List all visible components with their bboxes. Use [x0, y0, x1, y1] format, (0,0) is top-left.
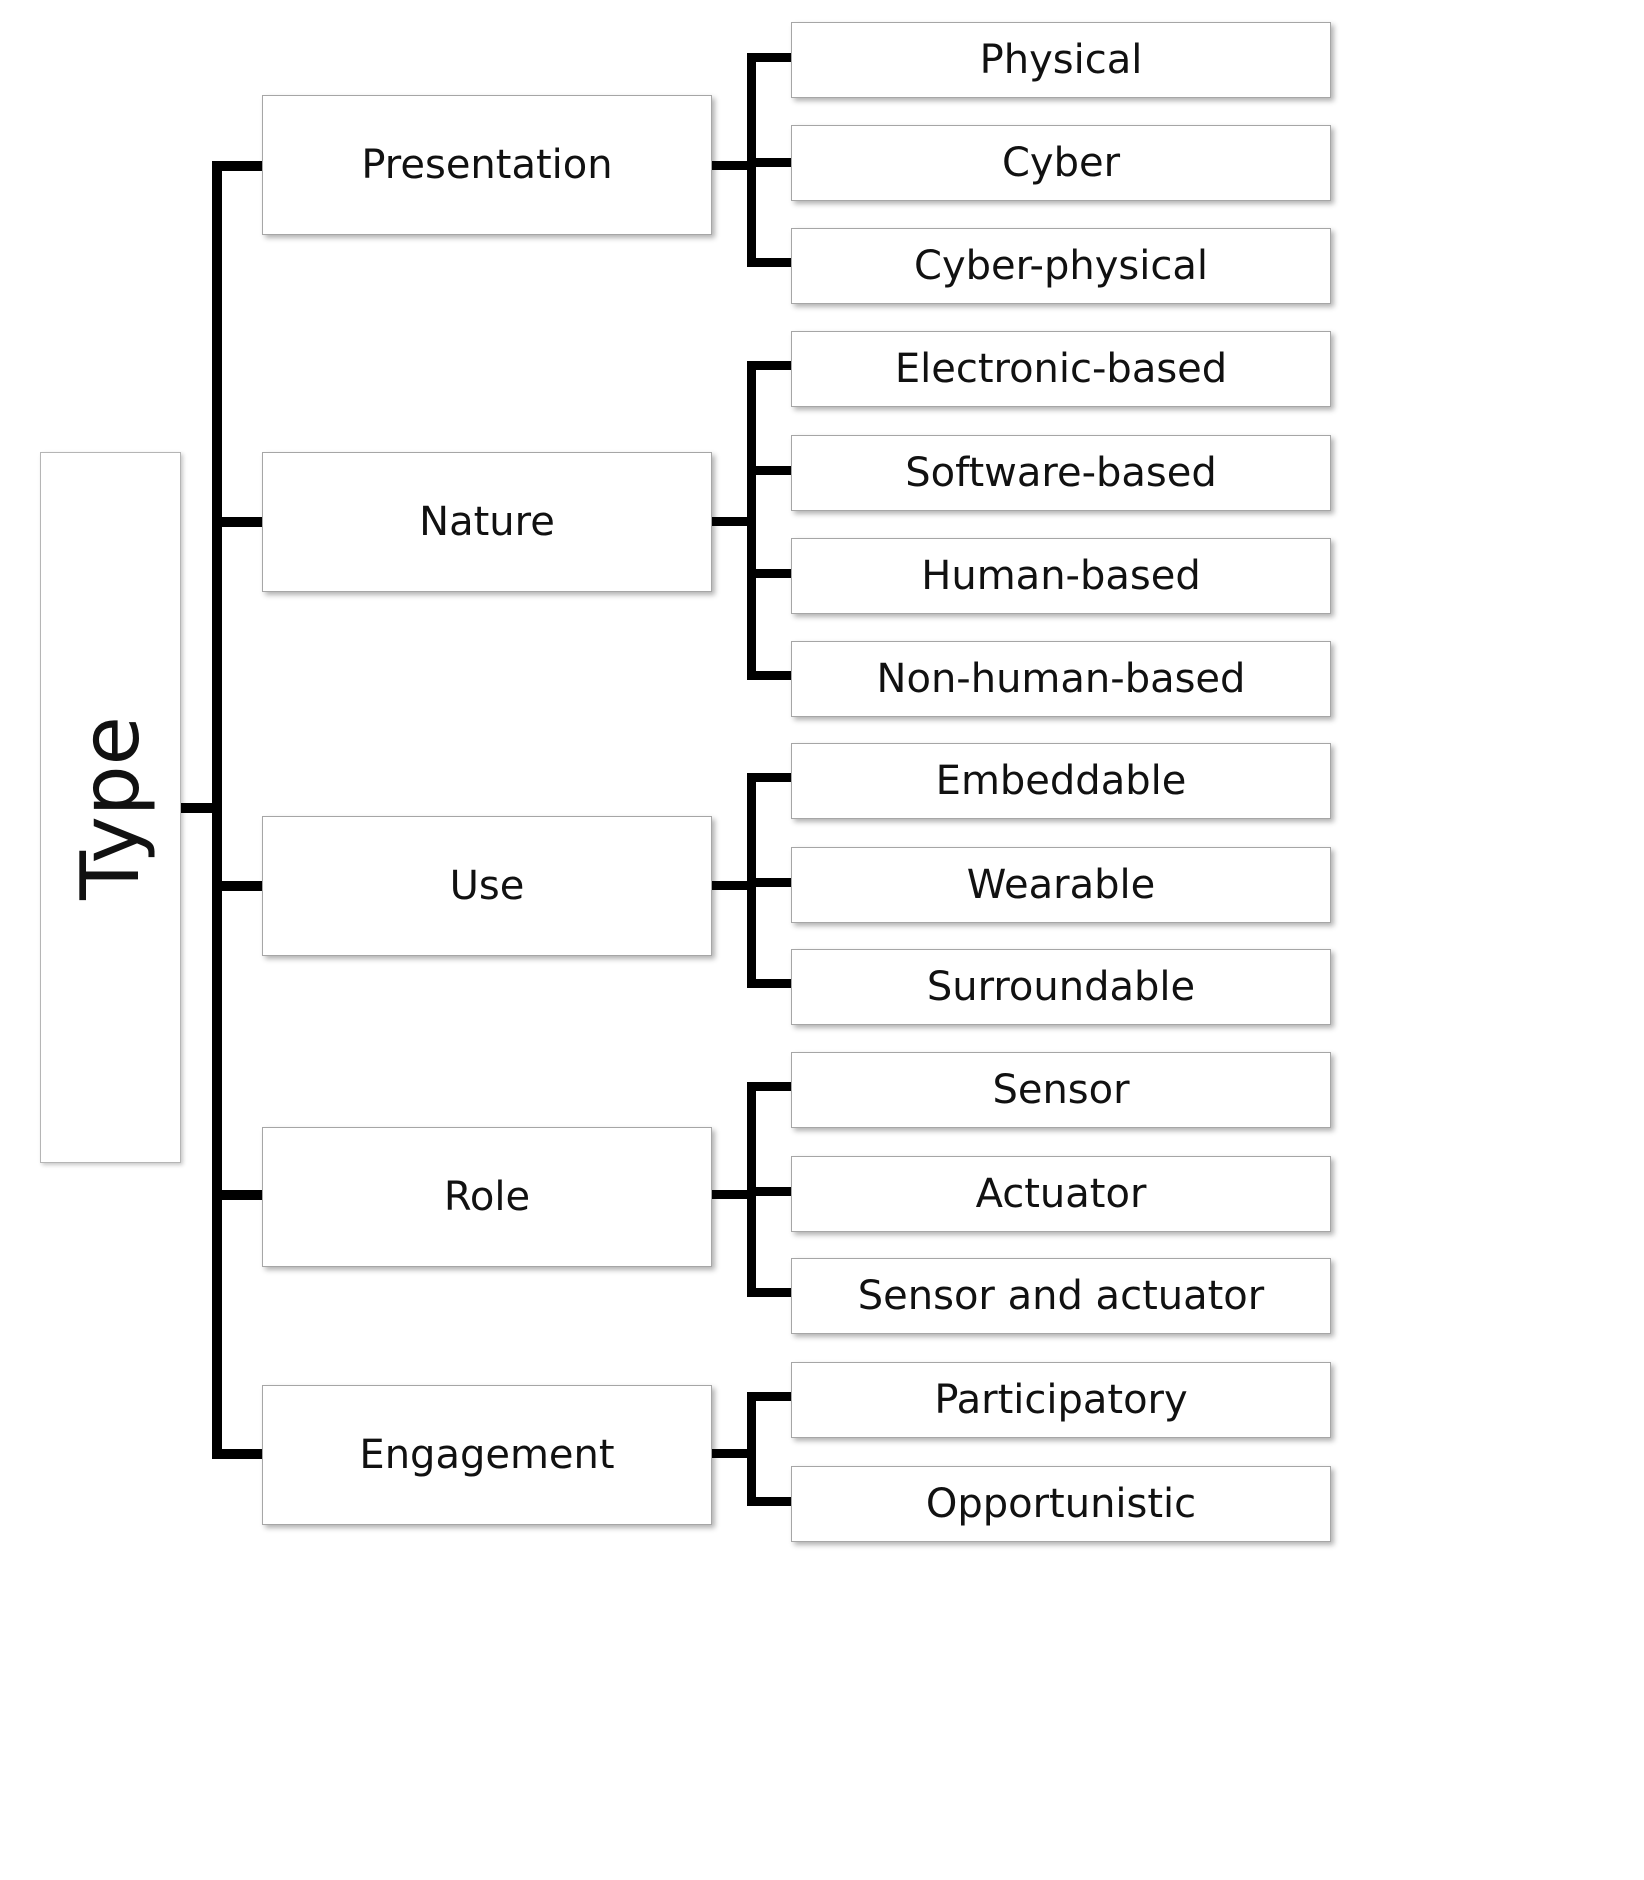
branch-node-label: Nature — [419, 499, 555, 545]
branch-connector-role — [222, 1190, 264, 1200]
leaf-node-label: Wearable — [966, 862, 1156, 908]
leaf-connector-software-based — [747, 466, 793, 475]
leaf-connector-physical — [747, 53, 793, 62]
branch-node-nature[interactable]: Nature — [262, 452, 712, 592]
root-node-type[interactable]: Type — [40, 452, 181, 1163]
leaf-node-cyber-physical[interactable]: Cyber-physical — [791, 228, 1331, 304]
leaf-node-label: Physical — [979, 37, 1143, 83]
leaf-node-label: Embeddable — [935, 758, 1187, 804]
leaf-node-label: Sensor and actuator — [857, 1273, 1265, 1319]
leaf-connector-electronic-based — [747, 361, 793, 370]
branch-stub-role — [712, 1190, 756, 1199]
branch-node-label: Presentation — [361, 142, 613, 188]
leaf-node-wearable[interactable]: Wearable — [791, 847, 1331, 923]
branch-connector-presentation — [222, 161, 264, 171]
branch-connector-engagement — [222, 1449, 264, 1459]
leaf-connector-human-based — [747, 569, 793, 578]
branch-node-use[interactable]: Use — [262, 816, 712, 956]
leaf-node-non-human-based[interactable]: Non-human-based — [791, 641, 1331, 717]
branch-node-role[interactable]: Role — [262, 1127, 712, 1267]
leaf-connector-cyber — [747, 158, 793, 167]
leaf-connector-embeddable — [747, 773, 793, 782]
branch-stub-presentation — [712, 161, 756, 170]
leaf-node-sensor[interactable]: Sensor — [791, 1052, 1331, 1128]
leaf-node-label: Opportunistic — [925, 1481, 1197, 1527]
leaf-connector-opportunistic — [747, 1497, 793, 1506]
leaf-connector-cyber-physical — [747, 258, 793, 267]
leaf-node-human-based[interactable]: Human-based — [791, 538, 1331, 614]
branch-connector-use — [222, 881, 264, 891]
branch-node-engagement[interactable]: Engagement — [262, 1385, 712, 1525]
leaf-connector-actuator — [747, 1187, 793, 1196]
sub-trunk-nature — [747, 365, 756, 680]
leaf-node-label: Participatory — [934, 1377, 1188, 1423]
leaf-node-surroundable[interactable]: Surroundable — [791, 949, 1331, 1025]
main-trunk-line — [212, 161, 222, 1459]
leaf-connector-participatory — [747, 1392, 793, 1401]
leaf-node-label: Surroundable — [926, 964, 1196, 1010]
leaf-node-actuator[interactable]: Actuator — [791, 1156, 1331, 1232]
leaf-node-label: Cyber — [1001, 140, 1121, 186]
branch-node-label: Role — [443, 1174, 531, 1220]
leaf-connector-non-human-based — [747, 671, 793, 680]
leaf-node-label: Non-human-based — [876, 656, 1246, 702]
leaf-node-embeddable[interactable]: Embeddable — [791, 743, 1331, 819]
leaf-node-sensor-and-actuator[interactable]: Sensor and actuator — [791, 1258, 1331, 1334]
leaf-node-label: Sensor — [992, 1067, 1130, 1113]
root-connector-stub — [181, 803, 221, 813]
branch-stub-nature — [712, 517, 756, 526]
leaf-node-electronic-based[interactable]: Electronic-based — [791, 331, 1331, 407]
branch-stub-use — [712, 881, 756, 890]
leaf-node-participatory[interactable]: Participatory — [791, 1362, 1331, 1438]
branch-connector-nature — [222, 517, 264, 527]
leaf-node-software-based[interactable]: Software-based — [791, 435, 1331, 511]
leaf-node-label: Software-based — [905, 450, 1217, 496]
leaf-node-opportunistic[interactable]: Opportunistic — [791, 1466, 1331, 1542]
leaf-node-label: Electronic-based — [894, 346, 1228, 392]
branch-node-presentation[interactable]: Presentation — [262, 95, 712, 235]
leaf-connector-sensor — [747, 1082, 793, 1091]
leaf-connector-wearable — [747, 878, 793, 887]
leaf-node-cyber[interactable]: Cyber — [791, 125, 1331, 201]
leaf-node-label: Actuator — [975, 1171, 1147, 1217]
leaf-node-label: Human-based — [921, 553, 1201, 599]
sub-trunk-engagement — [747, 1396, 756, 1506]
branch-stub-engagement — [712, 1449, 756, 1458]
root-node-label: Type — [63, 715, 157, 900]
leaf-connector-surroundable — [747, 979, 793, 988]
leaf-node-label: Cyber-physical — [914, 243, 1208, 289]
leaf-node-physical[interactable]: Physical — [791, 22, 1331, 98]
branch-node-label: Engagement — [359, 1432, 615, 1478]
branch-node-label: Use — [449, 863, 525, 909]
leaf-connector-sensor-and-actuator — [747, 1288, 793, 1297]
